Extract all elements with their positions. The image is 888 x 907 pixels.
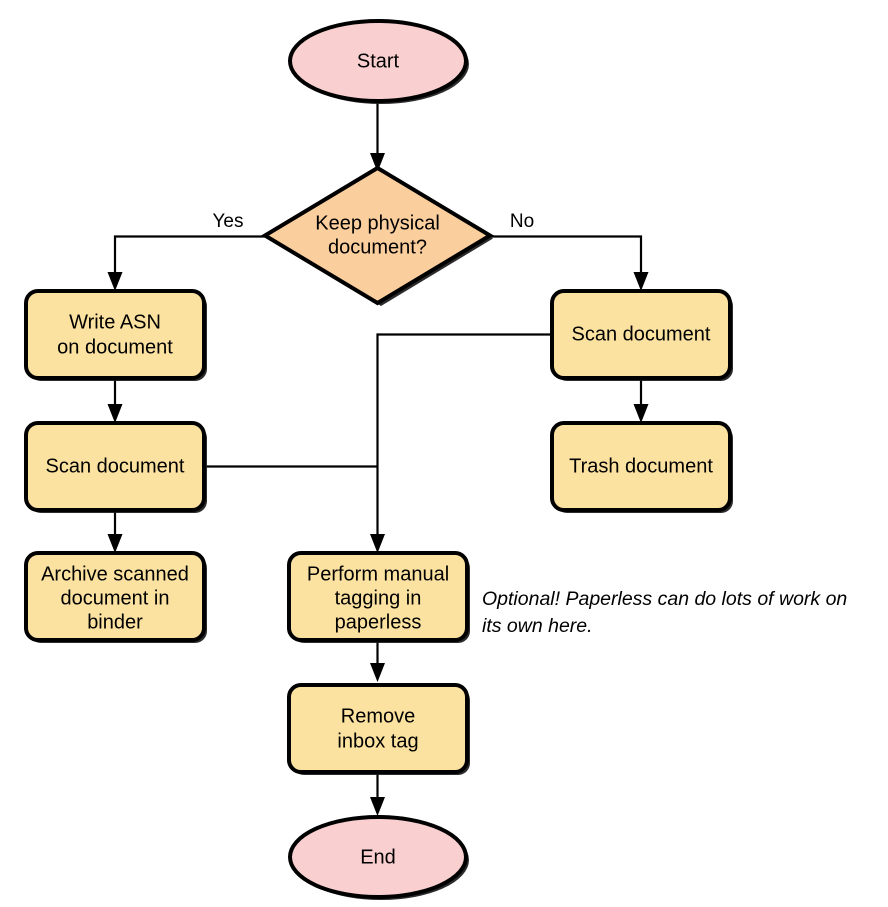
tagging-label-line2: tagging in (335, 587, 422, 609)
decision-label-line2: document? (328, 236, 427, 258)
remove-inbox-tag-label-line2: inbox tag (337, 730, 418, 752)
archive-label-line1: Archive scanned (41, 563, 189, 585)
start-ellipse-shape (288, 19, 468, 103)
scan-document-right-box-shape (550, 289, 732, 380)
write-asn-box-shape (24, 289, 206, 380)
tagging-label-line1: Perform manual (307, 563, 449, 585)
archive-label-line3: binder (87, 611, 143, 633)
tagging-box-shape (287, 551, 469, 642)
archive-label-line2: document in (61, 587, 170, 609)
write-asn-label-line1: Write ASN (69, 311, 161, 333)
scan-document-left-label: Scan document (46, 455, 185, 477)
node-scan-document-right[interactable]: Scan document (550, 289, 733, 381)
edge-write-asn-to-scan-left (107, 378, 123, 423)
trash-document-label: Trash document (569, 455, 713, 477)
scan-document-right-label: Scan document (572, 323, 711, 345)
edge-decision-yes-to-write-asn (107, 235, 265, 291)
tagging-label-line3: paperless (335, 611, 422, 633)
edge-label-yes: Yes (213, 211, 244, 232)
decision-label-line1: Keep physical (315, 212, 440, 234)
edge-remove-tag-to-end (370, 772, 385, 816)
node-archive-scanned-document[interactable]: Archive scanned document in binder (24, 551, 207, 643)
scan-document-left-box-shape (24, 421, 206, 512)
edge-decision-no-to-scan-right (490, 235, 649, 291)
end-ellipse-shape (288, 815, 468, 899)
node-scan-document-left[interactable]: Scan document (24, 421, 207, 513)
edge-label-no: No (510, 211, 534, 232)
edge-scan-right-to-tagging (370, 333, 552, 553)
node-perform-manual-tagging[interactable]: Perform manual tagging in paperless (287, 551, 470, 643)
node-write-asn[interactable]: Write ASN on document (24, 289, 207, 381)
edge-tagging-to-remove-tag (370, 642, 385, 682)
node-end[interactable]: End (288, 815, 469, 900)
annotation-optional-note: Optional! Paperless can do lots of work … (482, 586, 888, 639)
remove-inbox-tag-box-shape (287, 683, 469, 774)
node-decision-keep-physical-document[interactable]: Keep physical document? (261, 165, 494, 306)
edge-scan-right-to-trash (633, 378, 649, 423)
start-label: Start (357, 50, 400, 72)
annotation-line-1: Optional! Paperless can do lots of work … (482, 588, 848, 610)
decision-diamond-shape (261, 165, 494, 306)
edge-start-to-decision (370, 100, 385, 172)
remove-inbox-tag-label-line1: Remove (341, 705, 415, 727)
node-remove-inbox-tag[interactable]: Remove inbox tag (287, 683, 470, 775)
end-label: End (360, 846, 396, 868)
node-trash-document[interactable]: Trash document (550, 421, 733, 513)
node-start[interactable]: Start (288, 19, 469, 104)
annotation-line-2: its own here. (482, 614, 593, 637)
write-asn-label-line2: on document (57, 336, 173, 358)
trash-document-box-shape (550, 421, 732, 512)
archive-box-shape (24, 551, 206, 642)
edge-scan-left-to-archive (107, 510, 123, 553)
